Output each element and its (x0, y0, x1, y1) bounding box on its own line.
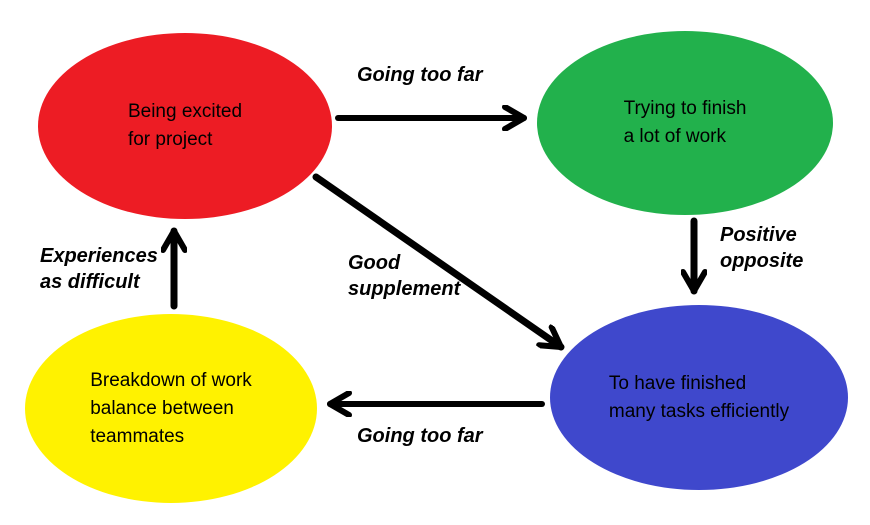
edge-label-going-too-far-bottom: Going too far (357, 425, 483, 447)
node-finished-many-tasks-label: To have finished many tasks efficiently (608, 372, 790, 422)
edge-label-good-supplement: Good supplement (348, 252, 461, 300)
node-trying-to-finish: Trying to finish a lot of work (537, 31, 833, 215)
edge-label-positive-opposite: Positive opposite (720, 224, 804, 272)
node-finished-many-tasks: To have finished many tasks efficiently (550, 305, 848, 490)
edge-label-going-too-far-top: Going too far (357, 64, 483, 86)
node-breakdown-work-balance-label: Breakdown of work balance between teamma… (90, 369, 252, 447)
edge-label-experiences-as-difficult: Experiences as difficult (40, 245, 158, 293)
node-trying-to-finish-label: Trying to finish a lot of work (623, 98, 747, 147)
node-being-excited: Being excited for project (38, 33, 332, 219)
node-being-excited-label: Being excited for project (127, 101, 243, 150)
node-breakdown-work-balance: Breakdown of work balance between teamma… (25, 314, 317, 503)
